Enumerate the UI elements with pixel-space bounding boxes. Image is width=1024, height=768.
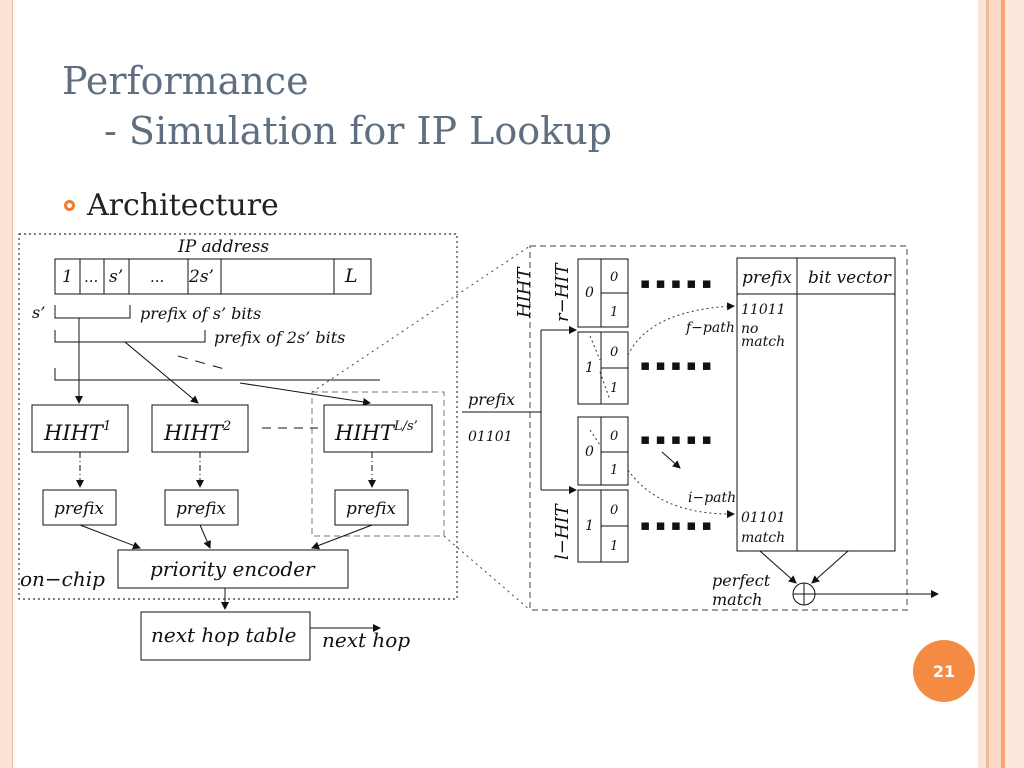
right-decor-bars [978,0,1024,768]
bit-0: 0 [610,503,618,518]
bit-1: 1 [610,381,618,396]
table-header-bitvector: bit vector [808,268,892,288]
hiht-1-label: HIHT1 [43,419,111,445]
prefix-box-2-label: prefix [176,499,226,519]
projection-line-top [311,245,531,393]
prefix-input-label: prefix [468,390,515,409]
next-hop-table-box [140,611,311,661]
hiht-2-label: HIHT2 [163,419,231,445]
ip-cell-dots-1: ... [84,268,98,286]
s-label: s’ [32,303,45,322]
l-hit-label: l−HIT [552,502,573,560]
r-hit-label: r−HIT [552,262,573,322]
page-number-badge: 21 [913,640,975,702]
bullet-item: Architecture [64,188,279,223]
dots-3: ▪ ▪ ▪ ▪ ▪ [640,430,712,448]
entry-1-value: 11011 [741,302,786,318]
ip-cell-2s: 2s’ [188,267,214,287]
bit-1: 1 [610,305,618,320]
ip-address-register [54,258,372,295]
hiht-l-label: HIHTL/s’ [334,419,418,445]
next-hop-table-label: next hop table [151,623,296,647]
hiht-l-highlight [311,391,445,537]
prefix-s-bits-label: prefix of s’ bits [140,304,261,323]
bit-1: 1 [610,539,618,554]
prefix-box-1-label: prefix [54,499,104,519]
node-value-4: 1 [585,518,594,534]
node-stack [577,258,629,563]
hiht-vertical-label: HIHT [514,265,535,319]
left-decor-bar [0,0,13,768]
dots-4: ▪ ▪ ▪ ▪ ▪ [640,516,712,534]
table-header-prefix: prefix [742,268,792,288]
hiht-detail-region [529,245,908,611]
prefix-2s-bits-label: prefix of 2s’ bits [214,328,345,347]
ip-cell-1: 1 [62,267,73,287]
entry-2-match: match [741,530,785,546]
perfect-label: perfect [712,571,771,590]
bit-1: 1 [610,463,618,478]
priority-encoder-box [117,549,349,589]
prefix-box-1 [42,489,117,526]
dots-2: ▪ ▪ ▪ ▪ ▪ [640,356,712,374]
match-label: match [712,590,762,609]
ip-cell-s: s’ [109,267,123,287]
prefix-input-value: 01101 [468,429,513,445]
entry-1-match: match [741,334,785,350]
node-value-2: 1 [585,360,594,376]
entry-1-no: no [741,321,758,337]
node-value-3: 0 [585,444,594,460]
ip-cell-l: L [344,265,358,287]
prefix-box-2 [164,489,239,526]
bullet-circle-icon [64,200,75,211]
on-chip-region [18,233,458,600]
ip-cell-dots-2: ... [150,268,164,286]
on-chip-label: on−chip [20,567,105,591]
priority-encoder-label: priority encoder [150,557,316,581]
f-path-label: f−path [685,320,735,336]
bullet-text: Architecture [87,188,279,223]
prefix-box-l [334,489,409,526]
hiht-1-box [31,404,129,453]
title-line-1: Performance [62,59,309,103]
title-line-2: - Simulation for IP Lookup [104,109,612,153]
prefix-table [736,257,896,552]
bit-0: 0 [610,345,618,360]
dots-1: ▪ ▪ ▪ ▪ ▪ [640,274,712,292]
bit-0: 0 [610,270,618,285]
bit-0: 0 [610,429,618,444]
hiht-l-box [323,404,433,453]
ip-address-label: IP address [177,237,269,257]
entry-2-value: 01101 [741,510,786,526]
slide-title: Performance - Simulation for IP Lookup [62,56,612,156]
prefix-box-l-label: prefix [346,499,396,519]
i-path-label: i−path [688,490,736,506]
projection-line-bottom [443,535,531,611]
node-value-1: 0 [585,285,594,301]
next-hop-label: next hop [322,628,410,652]
